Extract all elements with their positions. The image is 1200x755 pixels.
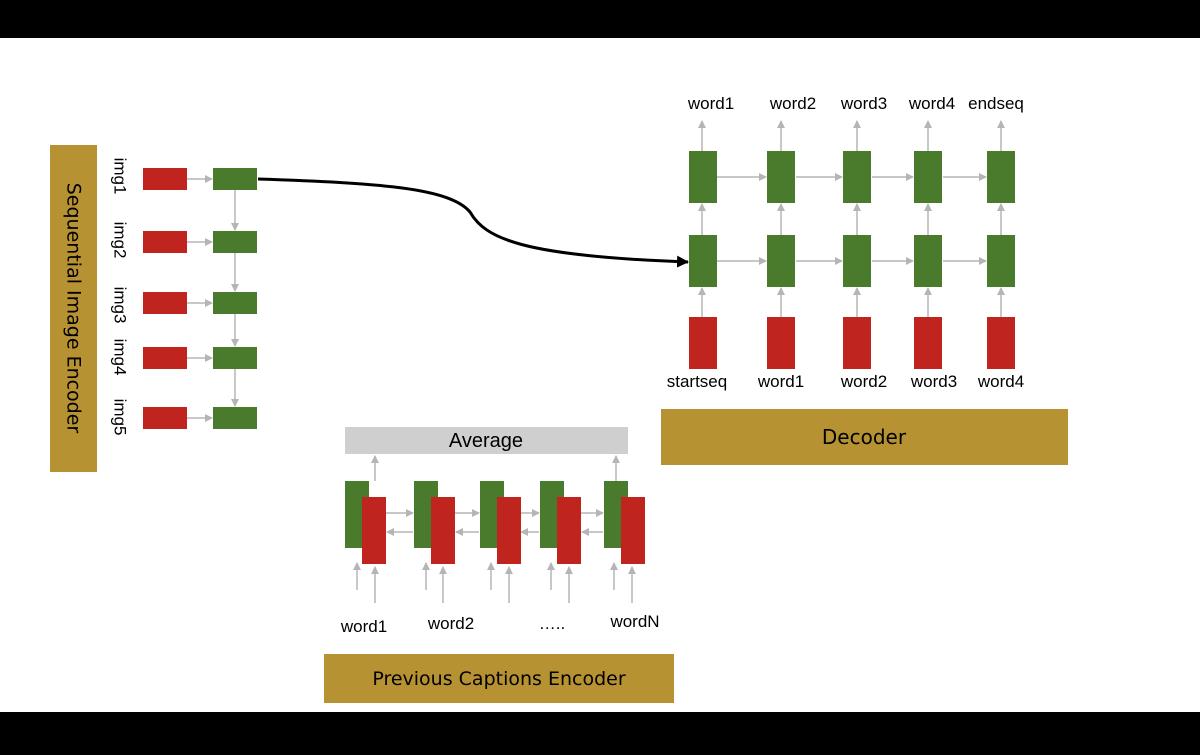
canvas-background (0, 38, 1200, 712)
decoder-input-unit-1 (689, 317, 717, 369)
img-hidden-unit-5 (213, 407, 257, 429)
img-input-unit-1 (143, 168, 187, 190)
decoder: word1 word2 word3 word4 endseq (661, 94, 1068, 465)
decoder-mid-unit-5 (987, 235, 1015, 287)
decoder-input-2: word1 (757, 372, 804, 391)
decoder-mid-unit-3 (843, 235, 871, 287)
img-label-1: img1 (111, 158, 130, 195)
caption-backward-unit-4 (557, 497, 581, 564)
caption-backward-unit-3 (497, 497, 521, 564)
decoder-top-unit-4 (914, 151, 942, 203)
caption-input-1: word1 (340, 617, 387, 636)
decoder-output-1: word1 (687, 94, 734, 113)
caption-backward-unit-5 (621, 497, 645, 564)
decoder-output-4: word4 (908, 94, 955, 113)
img-label-3: img3 (111, 287, 130, 324)
decoder-panel (661, 409, 1068, 465)
img-input-unit-2 (143, 231, 187, 253)
caption-encoder: Average (324, 427, 674, 703)
img-label-4: img4 (111, 339, 130, 376)
caption-backward-unit-1 (362, 497, 386, 564)
image-encoder-panel (50, 145, 97, 472)
average-label: Average (449, 430, 523, 452)
top-black-bar (0, 0, 1200, 38)
decoder-output-2: word2 (769, 94, 816, 113)
img-label-5: img5 (111, 399, 130, 436)
image-encoder: Sequential Image Encoder img1 img2 img3 … (50, 145, 257, 472)
decoder-mid-unit-2 (767, 235, 795, 287)
decoder-top-unit-2 (767, 151, 795, 203)
image-encoder-title: Sequential Image Encoder (63, 183, 85, 434)
decoder-input-unit-5 (987, 317, 1015, 369)
img-hidden-unit-1 (213, 168, 257, 190)
caption-input-ellipsis: ….. (539, 614, 565, 633)
bottom-black-bar (0, 712, 1200, 750)
decoder-top-unit-1 (689, 151, 717, 203)
img-input-unit-4 (143, 347, 187, 369)
decoder-output-5: endseq (968, 94, 1024, 113)
img-hidden-unit-4 (213, 347, 257, 369)
img-hidden-unit-3 (213, 292, 257, 314)
caption-input-n: wordN (609, 612, 659, 631)
img-label-2: img2 (111, 222, 130, 259)
decoder-input-5: word4 (977, 372, 1024, 391)
decoder-input-4: word3 (910, 372, 957, 391)
decoder-input-unit-3 (843, 317, 871, 369)
decoder-mid-unit-1 (689, 235, 717, 287)
decoder-input-3: word2 (840, 372, 887, 391)
decoder-output-3: word3 (840, 94, 887, 113)
img-hidden-unit-2 (213, 231, 257, 253)
caption-input-2: word2 (427, 614, 474, 633)
decoder-mid-unit-4 (914, 235, 942, 287)
decoder-top-unit-3 (843, 151, 871, 203)
caption-backward-unit-2 (431, 497, 455, 564)
decoder-top-unit-5 (987, 151, 1015, 203)
img-input-unit-5 (143, 407, 187, 429)
decoder-title: Decoder (822, 425, 907, 449)
encoder-to-decoder-arrow (257, 177, 689, 268)
caption-encoder-title: Previous Captions Encoder (372, 668, 626, 690)
decoder-input-unit-4 (914, 317, 942, 369)
decoder-input-unit-2 (767, 317, 795, 369)
average-bar (345, 427, 628, 454)
decoder-input-1: startseq (667, 372, 727, 391)
img-input-unit-3 (143, 292, 187, 314)
caption-encoder-panel (324, 654, 674, 703)
